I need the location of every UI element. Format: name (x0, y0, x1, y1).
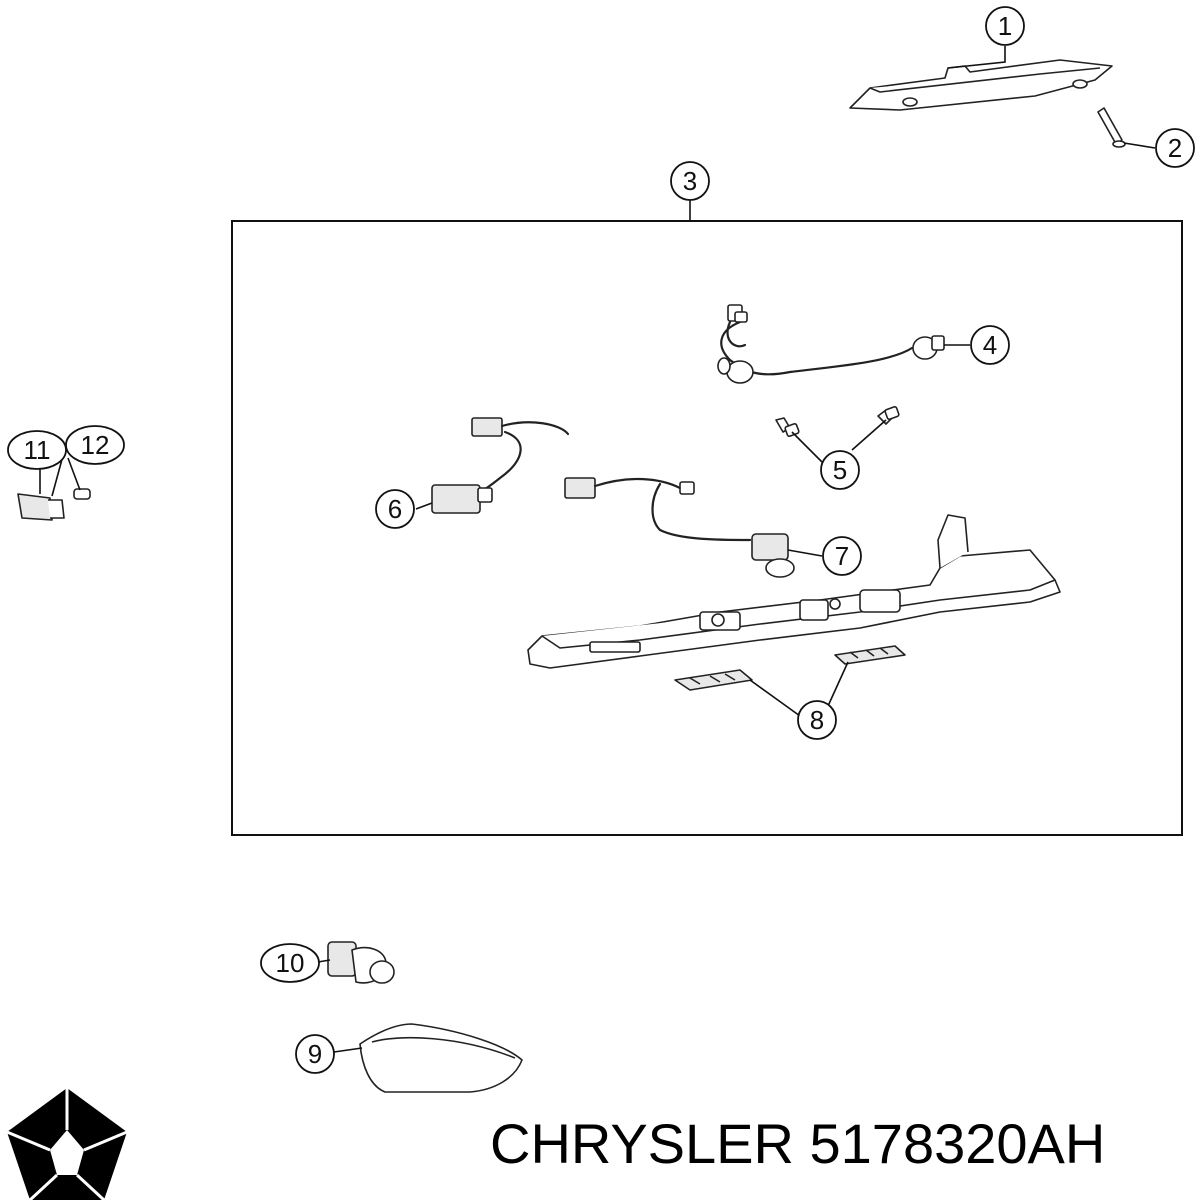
svg-text:4: 4 (983, 330, 997, 360)
callout-7: 7 (822, 536, 862, 576)
callout-4: 4 (970, 325, 1010, 365)
svg-text:12: 12 (81, 430, 110, 460)
main-lamp-bar (527, 514, 1061, 669)
callout-2: 2 (1155, 128, 1195, 168)
callout-12: 12 (65, 425, 125, 465)
callout-5: 5 (820, 450, 860, 490)
part-10-bulb-socket (327, 941, 395, 984)
svg-text:2: 2 (1168, 133, 1182, 163)
svg-text:10: 10 (276, 948, 305, 978)
callout-9: 9 (295, 1034, 335, 1074)
part-4-wire-harness (717, 304, 945, 384)
svg-text:8: 8 (810, 705, 824, 735)
callout-3: 3 (670, 161, 710, 201)
callout-11: 11 (7, 430, 67, 470)
svg-text:6: 6 (388, 494, 402, 524)
svg-text:9: 9 (308, 1039, 322, 1069)
part-9-lens (359, 1023, 523, 1093)
part-8-lenses (674, 645, 906, 691)
callout-8: 8 (797, 700, 837, 740)
callouts: 1 2 3 4 5 6 7 8 (7, 6, 1195, 1074)
footer-brand-part-number: CHRYSLER 5178320AH (490, 1112, 1106, 1175)
svg-text:5: 5 (833, 455, 847, 485)
svg-text:3: 3 (683, 166, 697, 196)
part-11-connector (17, 493, 65, 521)
svg-text:1: 1 (998, 11, 1012, 41)
part-12-bulb (73, 488, 91, 500)
callout-10: 10 (260, 943, 320, 983)
callout-6: 6 (375, 489, 415, 529)
part-1-lamp-housing (849, 59, 1113, 111)
callout-1: 1 (985, 6, 1025, 46)
part-7-camera-harness (564, 477, 795, 578)
part-5-bulbs (775, 406, 900, 437)
part-6-connector-harness (431, 417, 570, 514)
part-2-screw (1097, 107, 1126, 148)
svg-text:11: 11 (24, 435, 51, 465)
svg-text:7: 7 (835, 541, 849, 571)
pentastar-logo-icon (6, 1088, 128, 1200)
part-3-assembly-box (231, 220, 1183, 836)
leader-lines (39, 46, 1156, 1053)
